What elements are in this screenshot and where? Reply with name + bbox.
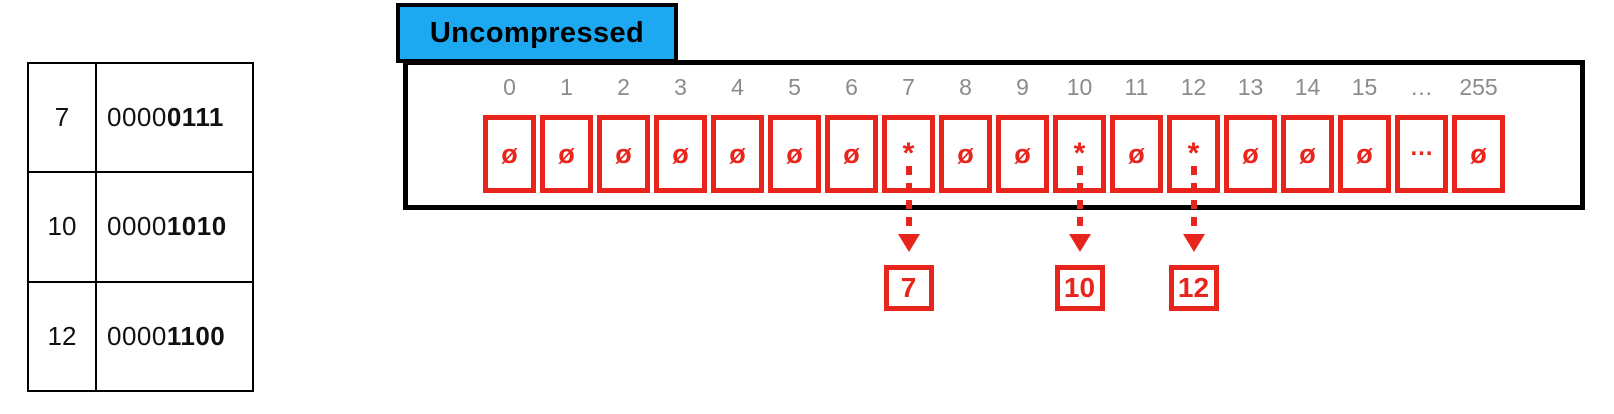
array-cell-symbol: ø <box>1299 138 1316 169</box>
decimal-value: 10 <box>27 171 97 283</box>
pointer-arrowhead-icon <box>1182 234 1205 252</box>
array-index-label: 15 <box>1351 73 1378 100</box>
array-index-label: 255 <box>1459 73 1498 100</box>
array-index-label: 9 <box>1016 73 1029 100</box>
array-cell-symbol: ø <box>1128 138 1145 169</box>
decimal-value: 12 <box>27 280 97 393</box>
array-index-label: 6 <box>845 73 858 100</box>
array-index-label: … <box>1410 73 1433 100</box>
array-index-label: 14 <box>1294 73 1321 100</box>
array-cell-symbol: ø <box>729 138 746 169</box>
array-cell-symbol: ø <box>1242 138 1259 169</box>
array-index-label: 8 <box>959 73 972 100</box>
array-cell-symbol: ø <box>786 138 803 169</box>
pointer-dashed-line <box>905 166 912 234</box>
array-cell-symbol: * <box>1073 137 1086 170</box>
binary-prefix: 0000 <box>107 320 167 351</box>
array-cell: ø <box>1110 115 1163 193</box>
array-cell-symbol: … <box>1409 134 1434 161</box>
array-cell-symbol: ø <box>1014 138 1031 169</box>
array-cell: ø <box>654 115 707 193</box>
array-cell-symbol: ø <box>1470 138 1487 169</box>
array-cell: ø <box>711 115 764 193</box>
table-row: 7 00000111 <box>27 61 254 174</box>
array-cell: ø <box>1224 115 1277 193</box>
array-index-label: 12 <box>1180 73 1207 100</box>
binary-value: 00001010 <box>95 171 254 283</box>
array-cell: ø <box>483 115 536 193</box>
array-index-label: 0 <box>503 73 516 100</box>
pointer-arrowhead-icon <box>897 234 920 252</box>
value-table-body: 7 00000111 10 00001010 12 00001100 <box>27 61 254 393</box>
array-cell: ø <box>825 115 878 193</box>
array-cell-symbol: * <box>1187 137 1200 170</box>
array-index-label: 10 <box>1066 73 1093 100</box>
array-index-label: 5 <box>788 73 801 100</box>
array-cell-symbol: ø <box>1356 138 1373 169</box>
pointer-dashed-line <box>1076 166 1083 234</box>
array-cell: ø <box>1452 115 1505 193</box>
array-index-label: 1 <box>560 73 573 100</box>
pointer-dashed-line <box>1190 166 1197 234</box>
array-cell-symbol: ø <box>615 138 632 169</box>
binary-value: 00001100 <box>95 280 254 393</box>
array-cell-symbol: ø <box>558 138 575 169</box>
binary-prefix: 0000 <box>107 211 167 242</box>
pointer-value-box: 7 <box>883 265 934 311</box>
pointer-value-box: 10 <box>1054 265 1105 311</box>
array-index-label: 4 <box>731 73 744 100</box>
pointer-arrowhead-icon <box>1068 234 1091 252</box>
array-cell: ø <box>996 115 1049 193</box>
array-cell-symbol: ø <box>501 138 518 169</box>
array-cell: ø <box>597 115 650 193</box>
uncompressed-tab-label: Uncompressed <box>429 16 645 49</box>
value-binary-table: 7 00000111 10 00001010 12 00001100 <box>27 61 254 393</box>
pointer-value-box: 12 <box>1168 265 1219 311</box>
array-cell: ø <box>1338 115 1391 193</box>
array-cell: … <box>1395 115 1448 193</box>
binary-bold-nibble: 0111 <box>166 102 224 133</box>
array-cell: ø <box>540 115 593 193</box>
binary-bold-nibble: 1010 <box>166 211 227 242</box>
array-index-label: 2 <box>617 73 630 100</box>
array-index-label: 13 <box>1237 73 1264 100</box>
decimal-value: 7 <box>27 61 97 174</box>
binary-prefix: 0000 <box>107 102 167 133</box>
array-index-label: 11 <box>1124 73 1149 100</box>
table-row: 10 00001010 <box>27 171 254 283</box>
uncompressed-tab: Uncompressed <box>396 3 678 63</box>
array-index-label: 3 <box>674 73 687 100</box>
array-cell-symbol: ø <box>957 138 974 169</box>
table-row: 12 00001100 <box>27 280 254 393</box>
array-index-label: 7 <box>902 73 915 100</box>
array-cell-symbol: ø <box>672 138 689 169</box>
array-cell: ø <box>768 115 821 193</box>
array-cell: ø <box>1281 115 1334 193</box>
binary-value: 00000111 <box>95 61 254 174</box>
array-cell-symbol: ø <box>843 138 860 169</box>
array-cell: ø <box>939 115 992 193</box>
array-cell-symbol: * <box>902 137 915 170</box>
binary-bold-nibble: 1100 <box>166 320 226 351</box>
